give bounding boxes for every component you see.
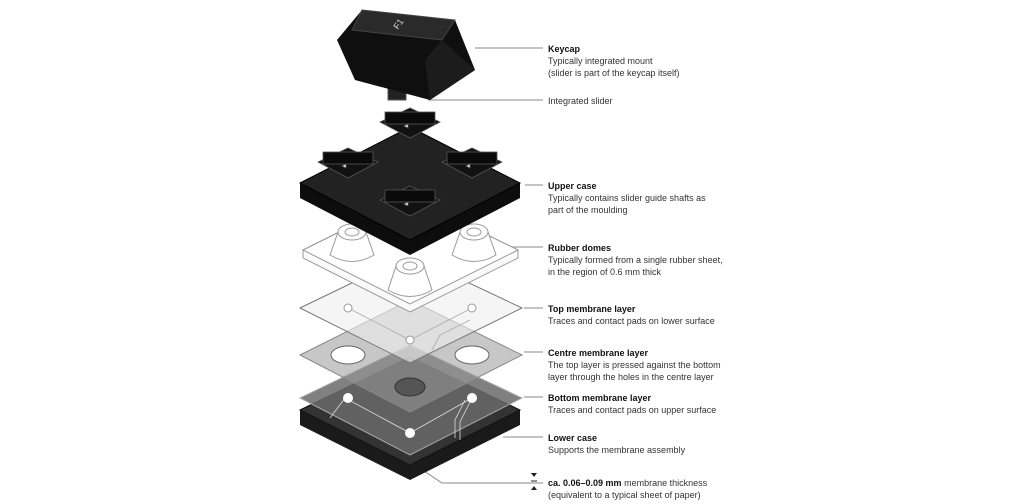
keycap: F1 (337, 9, 475, 101)
label-desc: in the region of 0.6 mm thick (548, 267, 662, 277)
slider-guide (441, 147, 503, 179)
label-title: Lower case (548, 433, 598, 443)
label-desc: The top layer is pressed against the bot… (548, 360, 721, 370)
label-desc: Traces and contact pads on upper surface (548, 405, 717, 415)
label-desc: Typically contains slider guide shafts a… (548, 193, 706, 203)
label-title: Centre membrane layer (548, 348, 649, 358)
label-integrated-slider: Integrated slider (548, 95, 613, 107)
slider-guide (317, 147, 379, 179)
dome (387, 257, 433, 297)
label-desc: (equivalent to a typical sheet of paper) (548, 490, 701, 500)
label-desc: Supports the membrane assembly (548, 445, 686, 455)
dome (451, 223, 497, 262)
thickness-value: ca. 0.06–0.09 mm (548, 478, 622, 488)
label-title: Rubber domes (548, 243, 612, 253)
label-title: Top membrane layer (548, 304, 636, 314)
label-desc: Typically integrated mount (548, 56, 653, 66)
label-desc: layer through the holes in the centre la… (548, 372, 714, 382)
label-desc: (slider is part of the keycap itself) (548, 68, 680, 78)
slider-guide (379, 185, 441, 217)
label-title: Bottom membrane layer (548, 393, 652, 403)
upper-case (298, 107, 522, 255)
label-desc: membrane thickness (624, 478, 708, 488)
keycap-legend: F1 (391, 17, 405, 31)
label-desc: part of the moulding (548, 205, 628, 215)
label-membrane-thickness: ca. 0.06–0.09 mm membrane thickness (equi… (548, 477, 707, 501)
dome (329, 223, 375, 262)
label-desc: Typically formed from a single rubber sh… (548, 255, 723, 265)
slider-guide (379, 107, 441, 139)
thickness-arrows-icon (531, 473, 537, 490)
label-title: Keycap (548, 44, 581, 54)
label-title: Integrated slider (548, 96, 613, 106)
label-desc: Traces and contact pads on lower surface (548, 316, 715, 326)
label-title: Upper case (548, 181, 597, 191)
